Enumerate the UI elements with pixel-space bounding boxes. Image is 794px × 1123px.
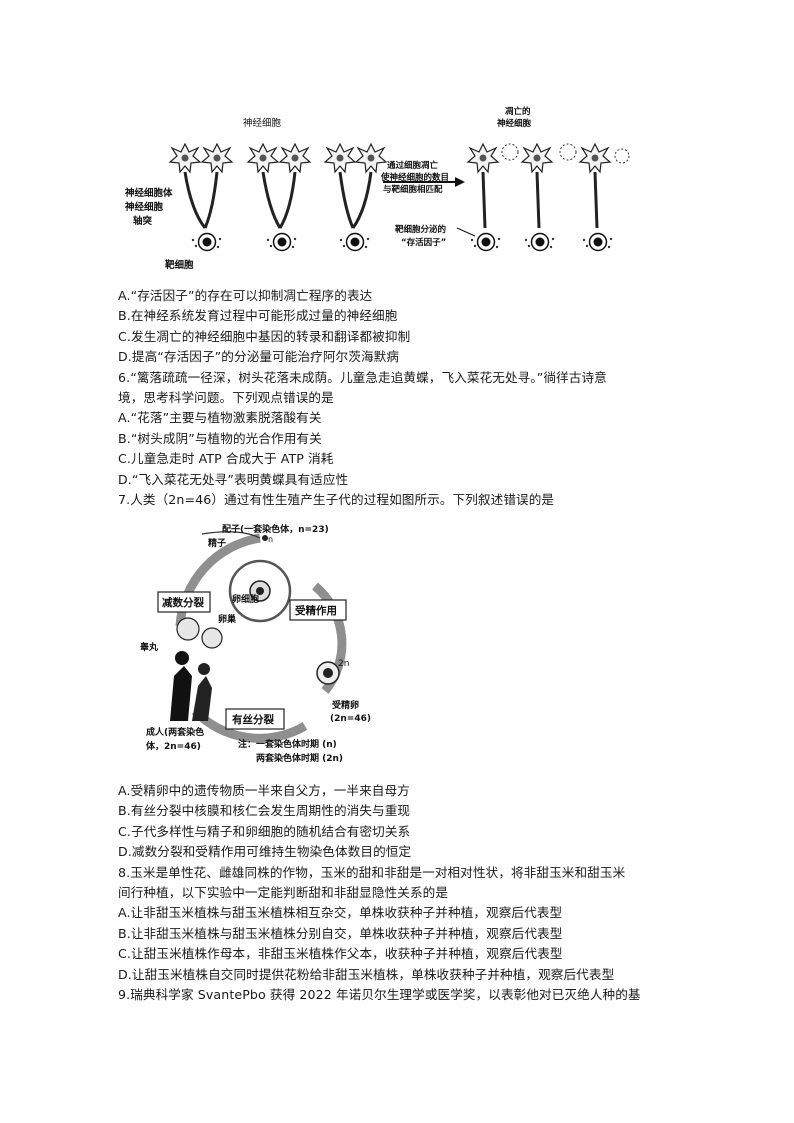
reproduction-cycle-figure: 减数分裂 受精作用 有丝分裂 配子(一套染色体，n=23) 精子 n 卵细胞 睾… [140, 523, 371, 764]
label-2n-mark: 2n [338, 659, 349, 669]
neuron-apoptosis-figure: 神经细胞 神经细胞体 神经细胞 轴突 靶细胞 通过细胞凋亡 使神经细胞的数目 与… [125, 106, 630, 271]
q8-option-b: B.让非甜玉米植株与甜玉米植株分别自交，单株收获种子并种植，观察后代表型 [118, 925, 563, 941]
label-note2: 两套染色体时期 (2n) [256, 752, 343, 764]
text-block-lower: A.受精卵中的遗传物质一半来自父方，一半来自母方 B.有丝分裂中核膜和核仁会发生… [118, 781, 678, 1005]
label-zygote: 受精卵 [332, 699, 359, 711]
neuron-group-right [467, 143, 630, 252]
label-target: 靶细胞 [165, 259, 194, 271]
q8-option-d: D.让甜玉米植株自交同时提供花粉给非甜玉米植株，单株收获种子并种植，观察后代表型 [118, 966, 615, 982]
neuron-group-left [169, 143, 387, 252]
label-adult: 成人(两套染色 体，2n=46) [146, 726, 207, 752]
label-survival-factor: 靶细胞分泌的 “存活因子” [395, 224, 449, 248]
label-mitosis: 有丝分裂 [232, 713, 274, 726]
q7-option-d: D.减数分裂和受精作用可维持生物染色体数目的恒定 [118, 844, 412, 860]
q9-stem: 9.瑞典科学家 SvantePbo 获得 2022 年诺贝尔生理学或医学奖，以表… [118, 986, 641, 1002]
label-axon-line2: 轴突 [133, 215, 153, 227]
q6-stem-line2: 境，思考科学问题。下列观点错误的是 [118, 389, 334, 405]
q5-option-d: D.提高“存活因子”的分泌量可能治疗阿尔茨海默病 [118, 349, 400, 365]
label-testis: 睾丸 [140, 641, 159, 653]
q5-option-a: A.“存活因子”的存在可以抑制凋亡程序的表达 [118, 288, 373, 303]
q7-option-b: B.有丝分裂中核膜和核仁会发生周期性的消失与重现 [118, 803, 411, 819]
q8-stem-line2: 间行种植，以下实验中一定能判断甜和非甜显隐性关系的是 [118, 884, 449, 900]
label-n-mark-sperm: n [268, 535, 273, 544]
label-cell-body: 神经细胞体 [125, 187, 173, 199]
label-axon-line1: 神经细胞 [125, 201, 164, 213]
q8-option-a: A.让非甜玉米植株与甜玉米植株相互杂交，单株收获种子并种植，观察后代表型 [118, 905, 563, 921]
q7-option-a: A.受精卵中的遗传物质一半来自父方，一半来自母方 [118, 783, 410, 798]
q7-option-c: C.子代多样性与精子和卵细胞的随机结合有密切关系 [118, 823, 411, 839]
label-dead-neuron: 凋亡的 神经细胞 [497, 106, 533, 129]
q5-option-c: C.发生凋亡的神经细胞中基因的转录和翻译都被抑制 [118, 328, 411, 344]
label-meiosis: 减数分裂 [162, 596, 204, 609]
label-fertilization: 受精作用 [295, 604, 337, 617]
label-zygote-n: (2n=46) [330, 714, 371, 724]
label-sperm: 精子 [208, 537, 226, 549]
label-ovary: 卵巢 [218, 613, 237, 625]
label-axon: 神经细胞 轴突 [125, 201, 166, 227]
q8-option-c: C.让甜玉米植株作母本，非甜玉米植株作父本，收获种子并种植，观察后代表型 [118, 946, 563, 962]
q8-stem-line1: 8.玉米是单性花、雌雄同株的作物，玉米的甜和非甜是一对相对性状，将非甜玉米和甜玉… [118, 864, 626, 880]
text-block-upper: A.“存活因子”的存在可以抑制凋亡程序的表达 B.在神经系统发育过程中可能形成过… [118, 286, 678, 510]
label-neuron: 神经细胞 [243, 117, 282, 129]
label-apoptosis-note: 通过细胞凋亡 使神经细胞的数目 与靶细胞相匹配 [380, 160, 452, 195]
label-gamete: 配子(一套染色体，n=23) [222, 523, 329, 535]
q7-stem: 7.人类（2n=46）通过有性生殖产生子代的过程如图所示。下列叙述错误的是 [118, 491, 555, 507]
q6-option-c: C.儿童急走时 ATP 合成大于 ATP 消耗 [118, 451, 334, 467]
q6-option-a: A.“花落”主要与植物激素脱落酸有关 [118, 410, 322, 426]
label-egg: 卵细胞 [232, 593, 259, 605]
q6-option-b: B.“树头成阴”与植物的光合作用有关 [118, 430, 322, 446]
label-note1: 注：一套染色体时期 (n) [238, 738, 337, 750]
q5-option-b: B.在神经系统发育过程中可能形成过量的神经细胞 [118, 308, 398, 324]
q6-stem-line1: 6.“篱落疏疏一径深，树头花落未成荫。儿童急走追黄蝶，飞入菜花无处寻。”徜徉古诗… [118, 369, 607, 385]
q6-option-d: D.“飞入菜花无处寻”表明黄蝶具有适应性 [118, 471, 349, 487]
